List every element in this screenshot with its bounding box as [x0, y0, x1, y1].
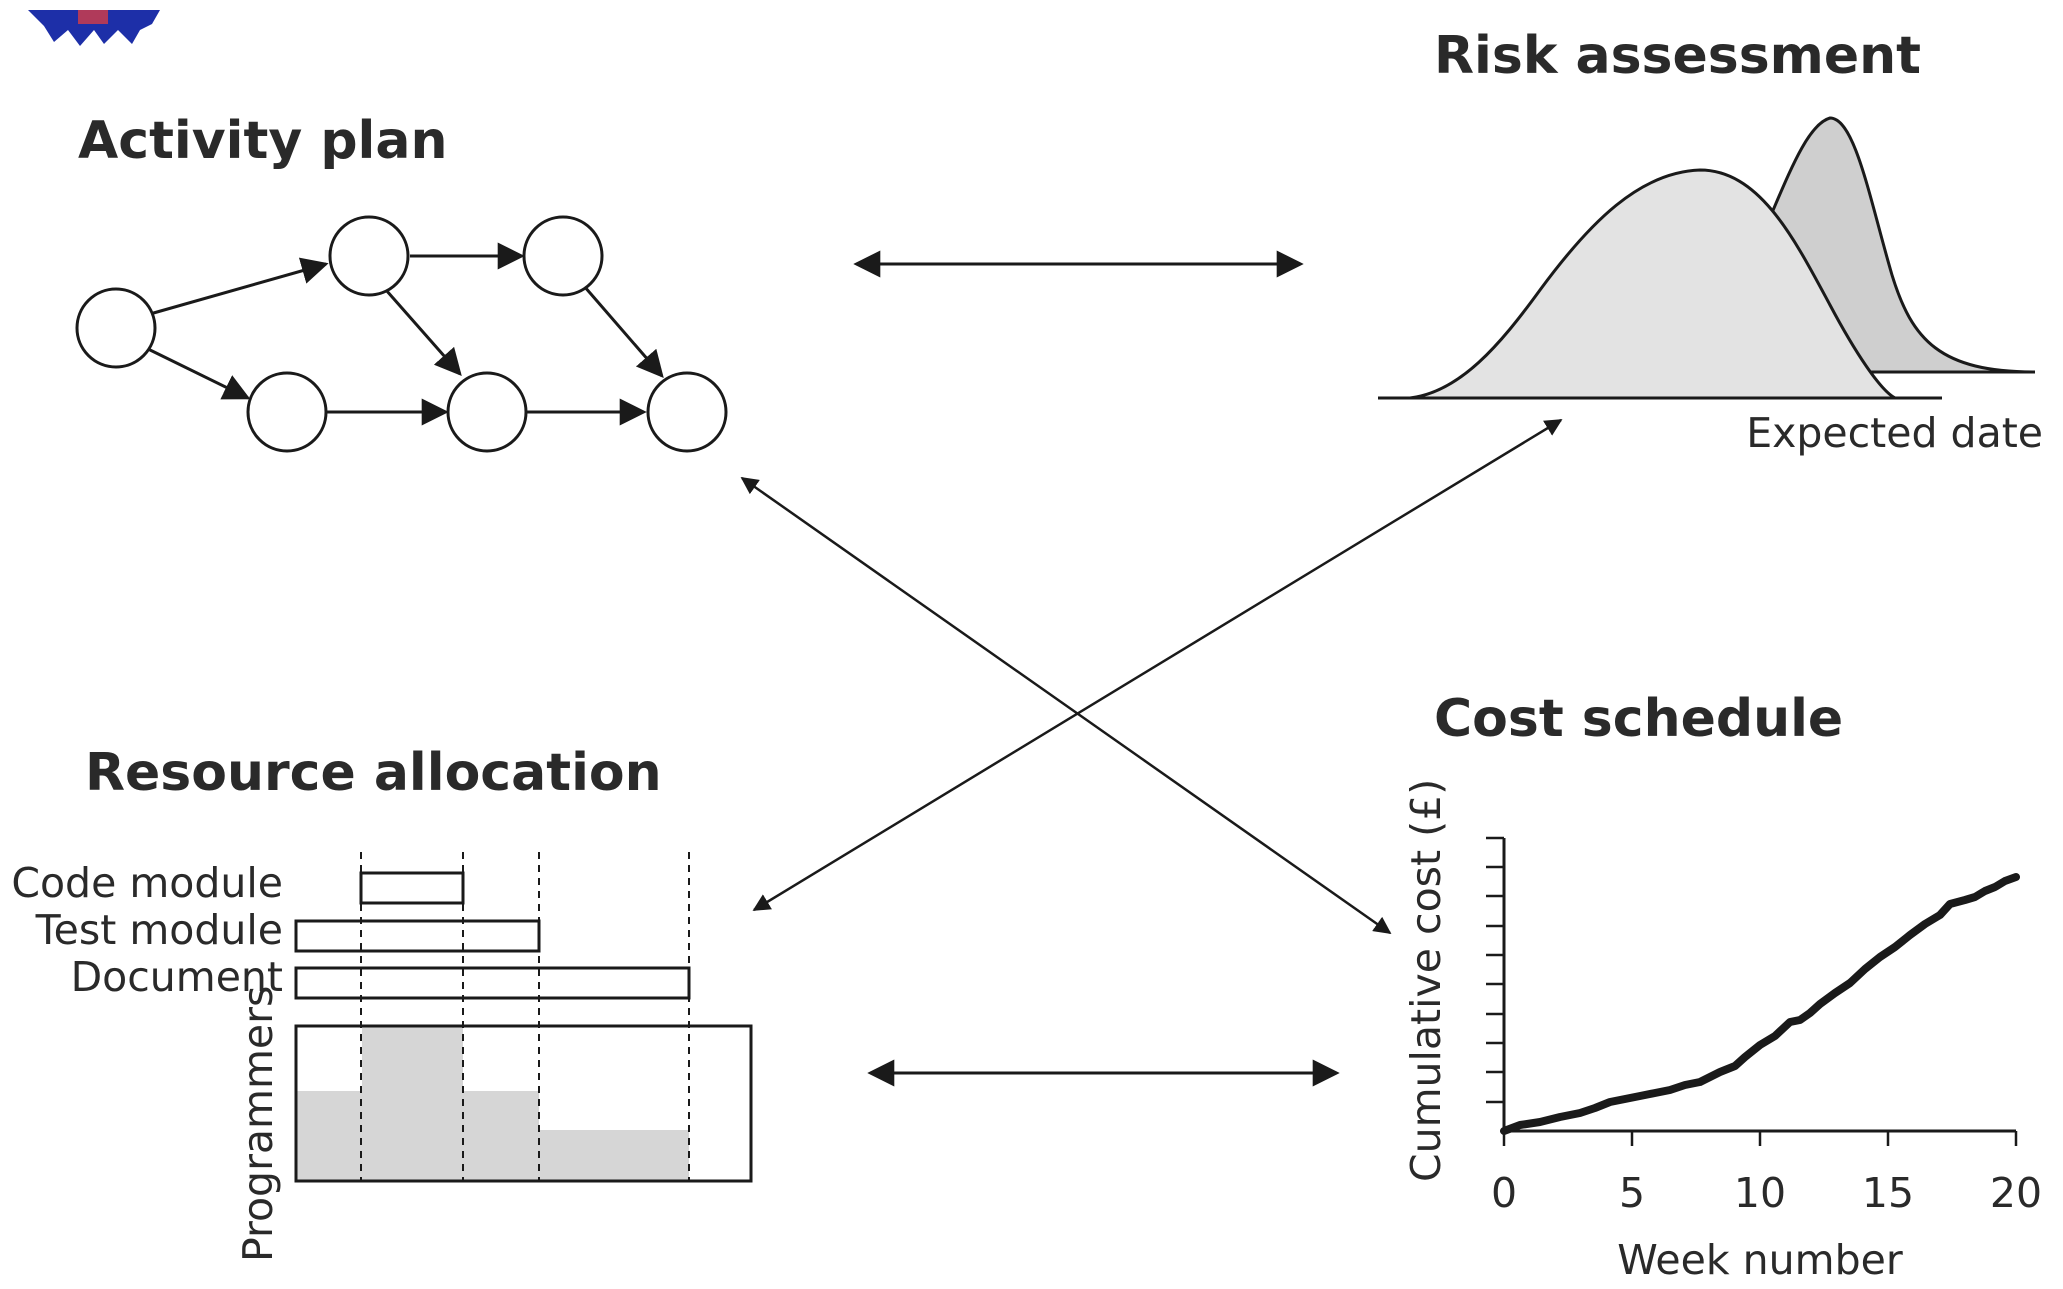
- resource-time-markers: [360, 852, 690, 1181]
- risk-assessment-title: Risk assessment: [1434, 26, 1921, 86]
- risk-distribution-curves: [1378, 116, 2036, 400]
- task-bar-code-module: [359, 871, 465, 905]
- arrow-risk-resource: [752, 418, 1563, 912]
- resource-gantt: [294, 871, 691, 1000]
- cost-axes: [1486, 836, 2018, 1146]
- network-node: [446, 371, 528, 453]
- programmers-axis-label: Programmers: [234, 986, 282, 1262]
- network-node: [646, 371, 728, 453]
- relationship-arrows: [740, 250, 1563, 1087]
- network-node: [328, 215, 410, 297]
- task-label: Document: [71, 953, 283, 1001]
- resource-task-labels: Code module Test module Document: [11, 859, 283, 1001]
- histogram-bar: [463, 1091, 539, 1180]
- network-edge: [582, 285, 664, 379]
- cumulative-cost-line: [1500, 873, 2020, 1135]
- activity-network: [75, 215, 728, 453]
- task-bar-document: [294, 966, 691, 1000]
- cost-y-ticks: [1486, 836, 1504, 1104]
- task-bar-test-module: [294, 919, 541, 953]
- x-tick-label: 5: [1619, 1169, 1645, 1217]
- x-tick-label: 10: [1734, 1169, 1786, 1217]
- x-tick-label: 20: [1990, 1169, 2042, 1217]
- cost-schedule-title: Cost schedule: [1434, 689, 1843, 749]
- network-node: [522, 215, 604, 297]
- network-node: [75, 287, 157, 369]
- network-node: [246, 371, 328, 453]
- x-tick-label: 15: [1862, 1169, 1914, 1217]
- arrow-activity-cost: [740, 476, 1392, 935]
- histogram-bar: [297, 1091, 362, 1180]
- network-edge: [384, 289, 462, 377]
- cost-x-tick-labels: 0 5 10 15 20: [1491, 1169, 2042, 1217]
- task-label: Test module: [35, 906, 283, 954]
- cost-y-axis-label: Cumulative cost (£): [1402, 779, 1450, 1182]
- gear-logo-icon: [28, 10, 160, 46]
- cost-x-ticks: [1502, 1131, 2018, 1146]
- activity-plan-title: Activity plan: [78, 111, 447, 171]
- cost-x-axis-label: Week number: [1617, 1236, 1903, 1284]
- network-edge: [145, 346, 251, 400]
- histogram-frame: [294, 1024, 753, 1183]
- task-label: Code module: [11, 859, 283, 907]
- network-edge: [149, 257, 329, 316]
- expected-date-label: Expected date: [1746, 409, 2043, 457]
- histogram-bar: [362, 1027, 463, 1180]
- histogram-bar: [539, 1130, 689, 1180]
- x-tick-label: 0: [1491, 1169, 1517, 1217]
- early-distribution-curve: [1409, 168, 1896, 400]
- resource-allocation-title: Resource allocation: [85, 743, 662, 803]
- programmers-histogram: [294, 1024, 753, 1183]
